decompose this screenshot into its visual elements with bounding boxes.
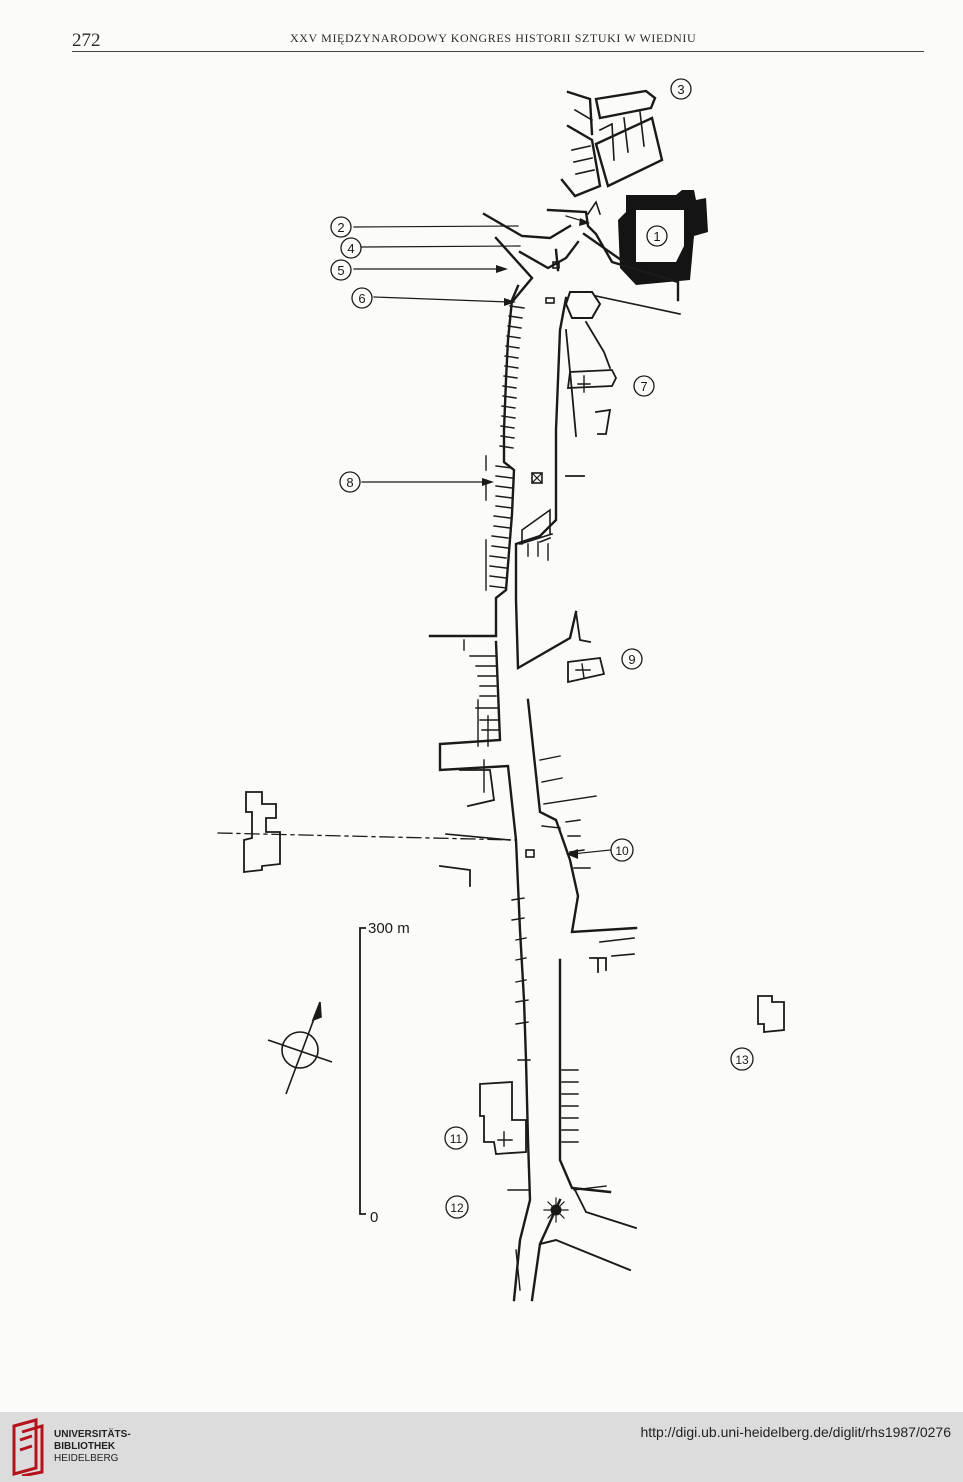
- marker-leader-lines: [353, 215, 611, 855]
- svg-text:10: 10: [615, 844, 629, 858]
- north-arrow-icon: [267, 1001, 333, 1095]
- outlying-building-east: [757, 995, 785, 1033]
- scale-label-top: 300 m: [368, 920, 410, 937]
- building-3-hall: [594, 116, 664, 188]
- building-plot-ticks: [463, 305, 607, 1191]
- page-number: 272: [72, 30, 101, 51]
- map-marker-labels: 1 2 3 4 5 6 7 8 9 10 11 12 13: [330, 78, 754, 1219]
- map-marker-3: 3: [670, 78, 692, 100]
- header-rule: [72, 51, 924, 52]
- svg-text:1: 1: [653, 229, 660, 244]
- town-plan-map: 1 2 3 4 5 6 7 8 9 10 11 12 13 300 m 0: [217, 78, 785, 1302]
- map-marker-7: 7: [633, 375, 655, 397]
- market-square-outline: [546, 208, 680, 302]
- map-marker-13: 13: [730, 1047, 754, 1071]
- map-marker-11: 11: [444, 1126, 468, 1150]
- library-name: UNIVERSITÄTS- BIBLIOTHEK HEIDELBERG: [54, 1429, 131, 1464]
- svg-text:3: 3: [677, 82, 684, 97]
- map-marker-2: 2: [330, 216, 352, 238]
- axis-line: [217, 832, 517, 841]
- svg-text:8: 8: [346, 475, 353, 490]
- running-head: XXV MIĘDZYNARODOWY KONGRES HISTORII SZTU…: [290, 31, 697, 45]
- map-marker-6: 6: [351, 287, 373, 309]
- svg-text:4: 4: [347, 241, 354, 256]
- map-marker-9: 9: [621, 648, 643, 670]
- svg-text:2: 2: [337, 220, 344, 235]
- book-page: 272 XXV MIĘDZYNARODOWY KONGRES HISTORII …: [72, 30, 924, 1302]
- map-marker-12: 12: [445, 1195, 469, 1219]
- svg-text:6: 6: [358, 291, 365, 306]
- library-footer: [0, 1412, 963, 1482]
- building-3-church: [594, 89, 657, 120]
- svg-text:12: 12: [450, 1201, 464, 1215]
- library-logo-icon: [12, 1418, 44, 1476]
- svg-text:13: 13: [735, 1053, 749, 1067]
- outlying-building-west: [243, 791, 281, 874]
- svg-text:11: 11: [450, 1132, 463, 1146]
- map-marker-5: 5: [330, 259, 352, 281]
- scale-bar: 300 m 0: [359, 920, 410, 1226]
- svg-text:5: 5: [337, 263, 344, 278]
- scale-label-bottom: 0: [370, 1209, 378, 1226]
- source-url-link[interactable]: http://digi.ub.uni-heidelberg.de/diglit/…: [640, 1424, 951, 1440]
- main-street-west-edge: [428, 284, 532, 1302]
- castle-building: [618, 190, 708, 285]
- svg-text:7: 7: [640, 379, 647, 394]
- map-marker-4: 4: [340, 237, 362, 259]
- map-marker-1: 1: [646, 225, 668, 247]
- map-marker-8: 8: [339, 471, 361, 493]
- svg-text:9: 9: [628, 652, 635, 667]
- map-marker-10: 10: [610, 838, 634, 862]
- main-street-east-edge: [514, 296, 638, 1302]
